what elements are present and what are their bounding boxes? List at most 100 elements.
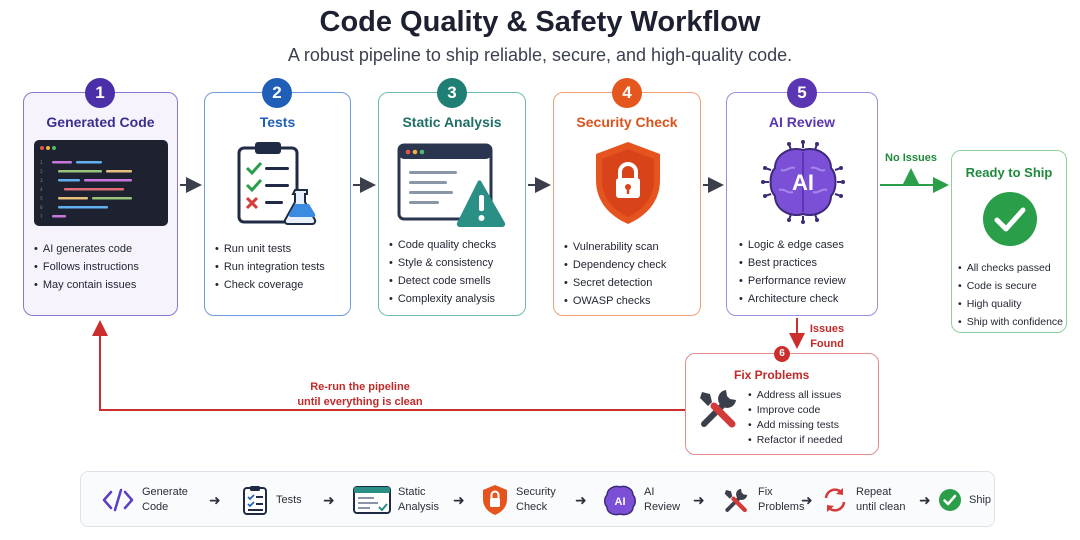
rerun-label: Re-run the pipeline until everything is … (260, 380, 460, 410)
stage-number-badge: 1 (85, 78, 115, 108)
stage-title: Generated Code (46, 114, 155, 130)
ai-brain-icon: AI (603, 484, 637, 516)
stage-number-badge: 4 (612, 78, 642, 108)
bullet-item: Logic & edge cases (739, 236, 846, 254)
bullet-item: Run unit tests (215, 240, 325, 258)
check-circle-icon (983, 192, 1037, 246)
shield-lock-icon (596, 142, 660, 224)
legend-item-static-analysis: Static Analysis (353, 472, 439, 528)
ready-to-ship-card: Ready to Ship All checks passed Code is … (951, 150, 1067, 333)
svg-text:4: 4 (40, 187, 43, 193)
bullet-item: Add missing tests (748, 418, 843, 433)
bullet-item: Style & consistency (389, 254, 496, 272)
legend-label: Security Check (516, 486, 556, 513)
fix-problems-card: Fix Problems Address all issues Improve … (685, 353, 879, 455)
bullet-item: High quality (958, 295, 1063, 313)
bullet-item: Improve code (748, 403, 843, 418)
ready-title: Ready to Ship (965, 165, 1053, 180)
legend-item-repeat: Repeat until clean (821, 472, 906, 528)
bullet-item: Ship with confidence (958, 313, 1063, 331)
legend-arrow-icon: ➜ (323, 492, 335, 508)
legend-item-ship: Ship (938, 472, 991, 528)
check-circle-icon (938, 488, 962, 512)
legend-arrow-icon: ➜ (801, 492, 813, 508)
legend-item-tests: Tests (241, 472, 302, 528)
bullet-item: Complexity analysis (389, 290, 496, 308)
svg-text:2: 2 (40, 169, 43, 175)
tools-icon (721, 485, 751, 515)
checklist-flask-icon (237, 142, 317, 225)
ai-icon-text: AI (792, 170, 814, 195)
stage-bullets: Vulnerability scan Dependency check Secr… (564, 238, 667, 310)
bullet-item: Code is secure (958, 277, 1063, 295)
stage-bullets: Logic & edge cases Best practices Perfor… (739, 236, 846, 308)
svg-text:6: 6 (40, 205, 43, 211)
page-title: Code Quality & Safety Workflow (319, 6, 761, 38)
page-subtitle: A robust pipeline to ship reliable, secu… (287, 45, 793, 65)
stage-card-security-check: Security Check Vulnerability scan Depend… (553, 92, 701, 316)
legend-label: Generate Code (142, 486, 188, 513)
bullet-item: Check coverage (215, 276, 325, 294)
ai-icon-text: AI (615, 496, 626, 508)
legend-label: Repeat until clean (856, 486, 906, 513)
stage-bullets: Code quality checks Style & consistency … (389, 236, 496, 308)
ai-brain-icon: AI (761, 140, 845, 224)
issues-found-line: Found (810, 338, 844, 350)
bullet-item: Performance review (739, 272, 846, 290)
bullet-item: Refactor if needed (748, 433, 843, 448)
stage-bullets: Run unit tests Run integration tests Che… (215, 240, 325, 294)
ready-bullets: All checks passed Code is secure High qu… (958, 259, 1063, 331)
stage-title: Tests (259, 114, 296, 130)
window-icon (353, 485, 391, 515)
fix-number-badge: 6 (774, 346, 790, 362)
legend-label: AI Review (644, 486, 681, 513)
legend-arrow-icon: ➜ (919, 492, 931, 508)
legend-item-security-check: Security Check (481, 472, 556, 528)
workflow-summary-bar: Generate Code ➜ Tests ➜ Static Analysis … (80, 471, 995, 527)
bullet-item: Secret detection (564, 274, 666, 292)
svg-text:1: 1 (40, 160, 43, 166)
legend-arrow-icon: ➜ (453, 492, 465, 508)
stage-number-badge: 5 (787, 78, 817, 108)
repeat-arrows-icon (821, 486, 849, 514)
legend-label: Static Analysis (398, 486, 439, 513)
bullet-item: May contain issues (34, 276, 139, 294)
legend-arrow-icon: ➜ (693, 492, 705, 508)
legend-item-ai-review: AI AI Review (603, 472, 680, 528)
stage-card-generated-code: Generated Code 1 2 3 4 5 6 7 AI generates code… (23, 92, 178, 316)
window-warning-icon (397, 143, 506, 228)
no-issues-label: No Issues (885, 152, 937, 164)
tools-icon (700, 390, 736, 428)
bullet-item: Detect code smells (389, 272, 496, 290)
fix-bullets: Address all issues Improve code Add miss… (748, 388, 843, 448)
legend-label: Tests (276, 493, 302, 506)
shield-lock-icon (481, 484, 509, 516)
stage-card-ai-review: AI Review AI Logic & edge cases Best pra… (726, 92, 878, 316)
code-brackets-icon (101, 487, 135, 513)
rerun-line: until everything is clean (297, 396, 423, 408)
legend-label: Fix Problems (758, 486, 805, 513)
bullet-item: Vulnerability scan (564, 238, 666, 256)
issues-found-label: Issues Found (800, 322, 854, 352)
bullet-item: Code quality checks (389, 236, 496, 254)
bullet-item: Run integration tests (215, 258, 325, 276)
bullet-item: AI generates code (34, 240, 139, 258)
legend-item-fix-problems: Fix Problems (721, 472, 804, 528)
svg-text:7: 7 (40, 214, 43, 220)
stage-title: AI Review (768, 114, 836, 130)
stage-bullets: AI generates code Follows instructions M… (34, 240, 139, 294)
bullet-item: Address all issues (748, 388, 843, 403)
stage-card-tests: Tests Run unit tests Run integration tes… (204, 92, 351, 316)
bullet-item: OWASP checks (564, 292, 666, 310)
legend-arrow-icon: ➜ (575, 492, 587, 508)
svg-text:3: 3 (40, 178, 43, 184)
clipboard-icon (241, 484, 269, 516)
legend-arrow-icon: ➜ (209, 492, 221, 508)
svg-text:5: 5 (40, 196, 43, 202)
legend-item-generate-code: Generate Code (101, 472, 188, 528)
stage-title: Static Analysis (402, 114, 502, 130)
stage-number-badge: 3 (437, 78, 467, 108)
fix-title: Fix Problems (734, 368, 810, 382)
bullet-item: All checks passed (958, 259, 1063, 277)
